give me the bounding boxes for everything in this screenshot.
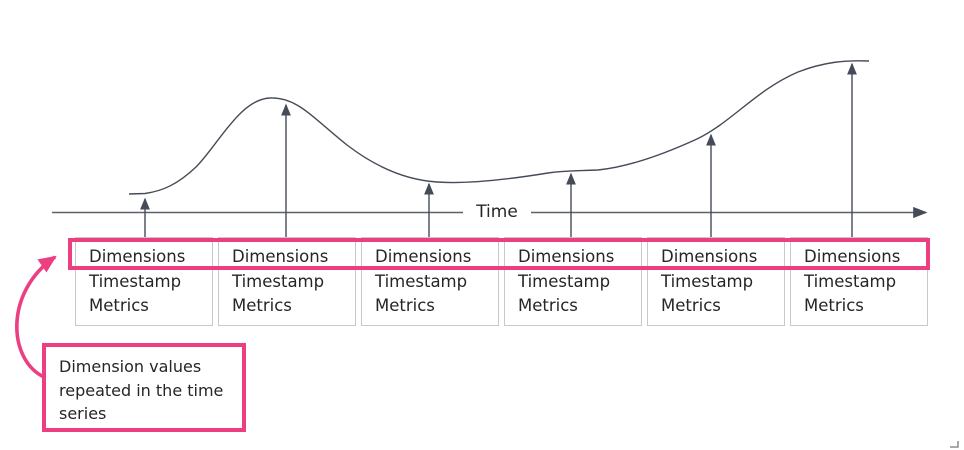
timestamp-label: Timestamp [661, 271, 754, 291]
record-box: Dimensions Timestamp Metrics [647, 237, 785, 326]
record-box: Dimensions Timestamp Metrics [218, 237, 356, 326]
record-box: Dimensions Timestamp Metrics [361, 237, 499, 326]
dimensions-label: Dimensions [89, 247, 186, 266]
metrics-label: Metrics [661, 296, 721, 315]
dimensions-label: Dimensions [232, 247, 329, 266]
dimensions-label: Dimensions [375, 247, 472, 266]
metrics-label: Metrics [232, 296, 292, 315]
callout-arrow [15, 255, 57, 379]
records-row: Dimensions Timestamp Metrics Dimensions … [75, 237, 928, 326]
metrics-label: Metrics [804, 296, 864, 315]
time-series-curve [128, 60, 870, 195]
dimensions-label: Dimensions [661, 247, 758, 266]
callout-box: Dimension values repeated in the time se… [42, 343, 246, 432]
timestamp-label: Timestamp [518, 271, 611, 291]
metrics-label: Metrics [375, 296, 435, 315]
record-box: Dimensions Timestamp Metrics [75, 237, 213, 326]
metrics-label: Metrics [89, 296, 149, 315]
callout-text: Dimension values repeated in the time se… [59, 357, 224, 423]
timestamp-label: Timestamp [375, 271, 468, 291]
resize-corner-mark [950, 441, 959, 448]
timestamp-label: Timestamp [232, 271, 325, 291]
dimensions-label: Dimensions [518, 247, 615, 266]
record-box: Dimensions Timestamp Metrics [790, 237, 928, 326]
timestamp-label: Timestamp [89, 271, 182, 291]
time-axis-label: Time [464, 201, 530, 223]
record-box: Dimensions Timestamp Metrics [504, 237, 642, 326]
dimensions-label: Dimensions [804, 247, 901, 266]
metrics-label: Metrics [518, 296, 578, 315]
timestamp-label: Timestamp [804, 271, 897, 291]
